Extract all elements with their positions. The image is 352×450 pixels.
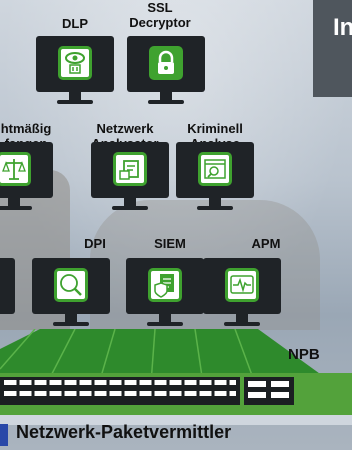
dpi-magnifier-icon [54,268,88,302]
dpi-label: DPI [84,236,106,251]
page-title-bar: Netzwerk-Paketvermittler [0,420,352,450]
analyzer-icon [113,152,147,186]
lock-icon [149,46,183,80]
siem-label: SIEM [154,236,186,251]
corner-panel: In [313,0,352,97]
scales-icon [0,152,31,186]
corner-text: In [333,14,352,41]
npb-label: NPB [288,346,320,363]
page-title: Netzwerk-Paketvermittler [16,422,232,442]
ssl-decryptor-label: SSL Decryptor [129,0,191,30]
accent-mark [0,424,8,446]
heartbeat-icon [225,268,259,302]
dlp-label: DLP [62,16,88,31]
shield-doc-icon [148,268,182,302]
apm-label: APM [251,236,281,251]
dlp-eye-icon [58,46,92,80]
npb-switch[interactable] [0,329,352,425]
forensic-icon [198,152,232,186]
